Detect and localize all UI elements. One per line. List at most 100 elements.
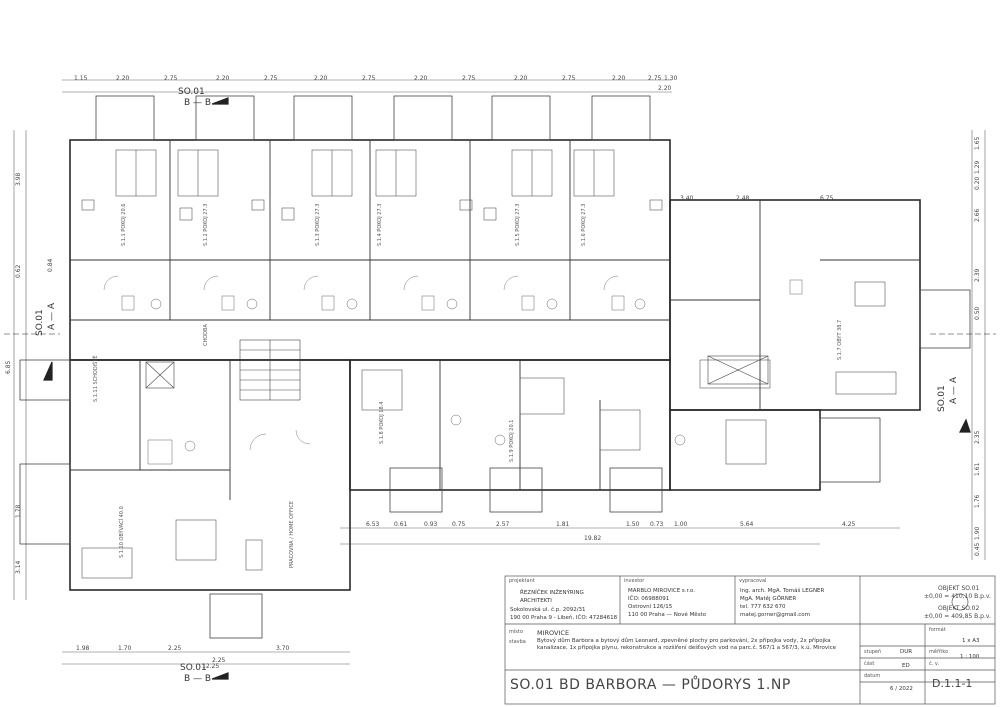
dimension-label: 1.30 <box>664 75 678 82</box>
dimension-label: 0.45 <box>974 542 981 556</box>
dimension-label: 2.75 <box>264 75 278 82</box>
tb-stupen: DUR <box>900 649 913 655</box>
tb-investor-label: investor <box>624 578 645 584</box>
dimension-label: 2.25 <box>212 657 226 664</box>
dimension-label: 0.20 <box>974 176 981 190</box>
tb-investor-addr: Ostrovní 126/15 <box>628 604 673 610</box>
dimension-label: 3.14 <box>15 560 22 574</box>
furniture-tables <box>81 199 897 579</box>
dimension-label: 2.20 <box>414 75 428 82</box>
legend-object-1: OBJEKT SO.01 <box>938 585 980 592</box>
section-bottom-name: SO.01 <box>180 663 207 673</box>
dimension-label: 1.29 <box>974 160 981 174</box>
section-left-cut: A — A <box>47 302 57 330</box>
top-balconies <box>95 95 651 141</box>
room-label: S.1.6 POKOJ 27.3 <box>581 203 587 246</box>
dimension-label: 1.78 <box>15 504 22 518</box>
dimension-label: 6.53 <box>366 521 380 528</box>
dimension-label: 2.20 <box>116 75 130 82</box>
tb-meritko-label: měřítko <box>929 649 949 655</box>
dimension-label: 2.20 <box>514 75 528 82</box>
dimension-label: 2.20 <box>658 85 672 92</box>
dimension-label: 2.66 <box>974 208 981 222</box>
door-swings <box>103 275 619 451</box>
tb-stupen-label: stupeň <box>864 649 882 655</box>
tb-cislo-label: č. v. <box>929 661 940 667</box>
legend-object-1-level: ±0,00 = 410,10 B.p.v. <box>924 593 991 600</box>
room-label: S.1.8 POKOJ 18.4 <box>379 401 385 444</box>
dimension-label: 1.90 <box>974 526 981 540</box>
room-label: S.1.10 OBÝVACÍ 40.0 <box>119 506 125 558</box>
dimension-label: 2.35 <box>974 430 981 444</box>
dimension-label: 2.20 <box>216 75 230 82</box>
section-right-name: SO.01 <box>937 385 947 412</box>
section-cut-markers <box>4 97 996 680</box>
section-bottom-cut: B — B <box>184 674 212 684</box>
dimension-label: 2.20 <box>314 75 328 82</box>
room-label: S.1.7 OBYT 38.7 <box>837 319 843 360</box>
tb-misto-label: místo <box>509 629 523 635</box>
room-label: S.1.5 POKOJ 27.3 <box>515 203 521 246</box>
dimension-label: 4.25 <box>842 521 856 528</box>
tb-zpracoval-name2: MgA. Matěj GÖRNER <box>740 596 797 602</box>
section-top-name: SO.01 <box>178 87 205 97</box>
tb-datum: 6 / 2022 <box>890 686 913 692</box>
dimension-label: 0.84 <box>47 258 54 272</box>
tb-stavba-text: Bytový dům Barbora a bytový dům Leonard,… <box>537 638 837 651</box>
section-right-cut: A — A <box>949 376 959 404</box>
room-label: S.1.1 POKOJ 20.6 <box>121 203 127 246</box>
staircase <box>145 339 769 401</box>
dimension-label: 2.57 <box>496 521 510 528</box>
building-walls <box>69 139 921 591</box>
tb-format-label: formát <box>929 627 946 633</box>
tb-cislo: D.1.1-1 <box>932 677 973 690</box>
dimension-label: 2.75 <box>462 75 476 82</box>
bottom-balconies <box>19 289 971 639</box>
section-left-name: SO.01 <box>35 309 45 336</box>
tb-investor-name: MARBLO MIROVICE s.r.o. <box>628 588 696 594</box>
tb-cast: ED <box>902 663 910 669</box>
dimension-label: 2.75 <box>648 75 662 82</box>
tb-projektant-city: 190 00 Praha 9 - Libeň, IČO: 47284618 <box>510 615 618 621</box>
dimension-label: 5.64 <box>740 521 754 528</box>
dimension-label: 0.61 <box>394 521 408 528</box>
room-label: S.1.3 POKOJ 27.3 <box>315 203 321 246</box>
dimension-label: 0.50 <box>974 306 981 320</box>
dimension-label: 0.73 <box>650 521 664 528</box>
room-label: S.1.9 POKOJ 20.1 <box>509 419 515 462</box>
room-label: S.1.11 SCHODIŠTĚ <box>93 355 99 402</box>
dimension-label: 1.15 <box>74 75 88 82</box>
dimension-label: 1.76 <box>974 494 981 508</box>
dimension-label: 1.98 <box>76 645 90 652</box>
tb-stavba-label: stavba <box>509 639 526 645</box>
room-label: S.1.2 POKOJ 27.3 <box>203 203 209 246</box>
dimension-label: 6.85 <box>5 360 12 374</box>
tb-cast-label: část <box>864 661 875 667</box>
dimension-label: 1.50 <box>626 521 640 528</box>
dimension-label: 2.39 <box>974 268 981 282</box>
tb-projektant-addr: Sokolovská ul. č.p. 2092/31 <box>510 607 586 613</box>
tb-format: 1 x A3 <box>962 638 980 644</box>
bathroom-fixtures <box>121 279 803 465</box>
tb-zpracoval-label: vypracoval <box>739 578 767 584</box>
drawing-title: SO.01 BD BARBORA — PŮDORYS 1.NP <box>510 677 791 693</box>
dimension-label: 2.75 <box>164 75 178 82</box>
top-dimension-chain <box>62 79 672 93</box>
dimension-label: 0.75 <box>452 521 466 528</box>
interior-partitions <box>70 140 920 500</box>
dimension-label: 0.93 <box>424 521 438 528</box>
room-label: PRACOVNA / HOME OFFICE <box>289 501 295 568</box>
dimension-label: 6.75 <box>820 195 834 202</box>
tb-projektant-name: ŘEZNÍČEK INŽENÝRING <box>520 590 584 596</box>
tb-meritko: 1 : 100 <box>960 654 980 660</box>
tb-zpracoval-mail: matej.gorner@gmail.com <box>740 612 810 618</box>
dimension-label: 2.48 <box>736 195 750 202</box>
room-label: S.1.4 POKOJ 27.3 <box>377 203 383 246</box>
tb-zpracoval-name: Ing. arch. MgA. Tomáš LEGNER <box>740 588 825 594</box>
dimension-label: 1.61 <box>974 462 981 476</box>
room-label: CHODBA <box>203 324 209 346</box>
right-dimension-chain <box>971 130 986 560</box>
dimension-label: 12.25 <box>202 663 220 670</box>
